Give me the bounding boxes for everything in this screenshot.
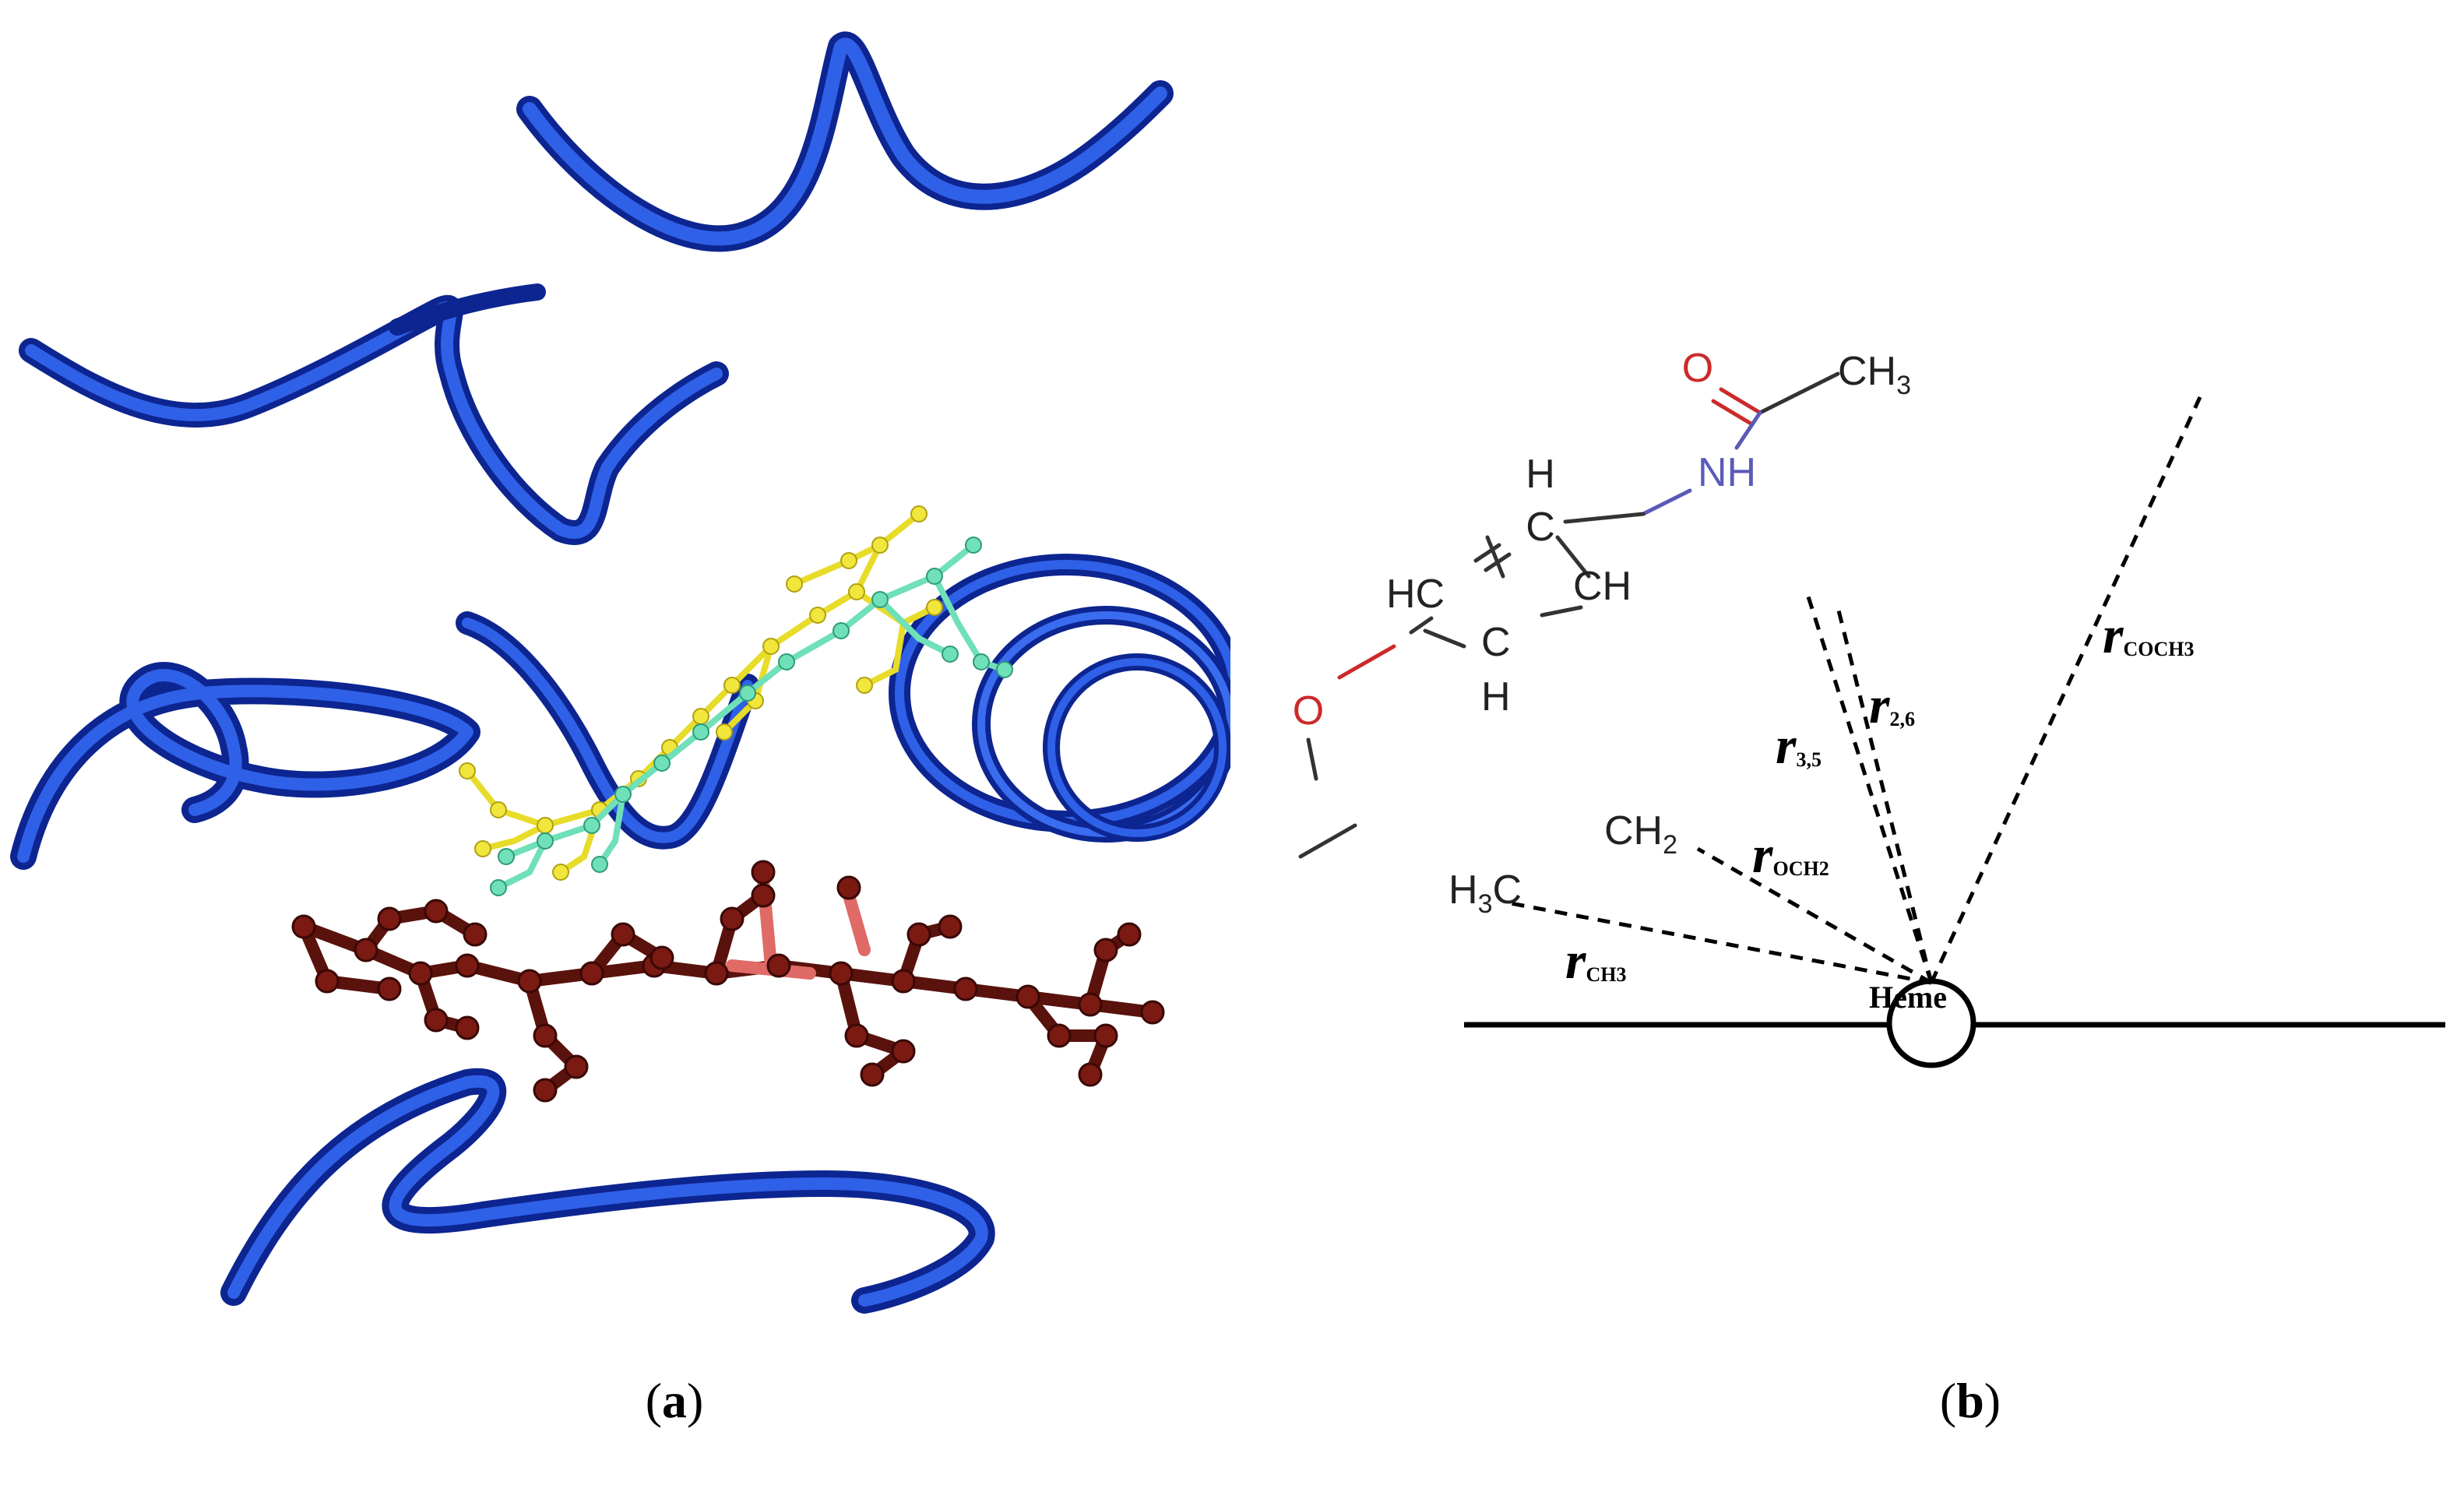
helix-right-coil (889, 554, 1230, 843)
bond-ring-mid (1540, 605, 1583, 618)
atom-methyl-acetyl: CH3 (1838, 349, 1911, 400)
bond-ring-top (1563, 512, 1646, 524)
atom-c-top: C (1526, 505, 1555, 550)
protein-structure-figure: (a) (10, 31, 1230, 1428)
distance-labels: rCOCH3 r2,6 r3,5 rOCH2 rCH3 (1565, 605, 2194, 990)
bond-c-o-double-2 (1711, 399, 1755, 427)
bond-carbonyl-methyl (1758, 371, 1840, 415)
bond-carbonyl-nh (1734, 410, 1762, 450)
label-r-2-6: r2,6 (1869, 675, 1915, 734)
distance-line-3-5 (1804, 591, 1934, 984)
helix-middle-loop (10, 611, 759, 870)
label-r-3-5: r3,5 (1776, 716, 1822, 775)
label-r-ch3: rCH3 (1565, 931, 1626, 990)
caption-b: (b) (1940, 1373, 2001, 1428)
distance-line-och2 (1696, 846, 1933, 985)
helix-top (516, 31, 1174, 252)
atom-hc-left: HC (1386, 572, 1445, 617)
label-r-coch3: rCOCH3 (2103, 605, 2194, 664)
atom-h3c: H3C (1448, 867, 1522, 919)
molecule-bonds (1298, 371, 1840, 859)
molecule-atoms: O CH3 NH H C CH HC C H O CH2 H3C (1293, 346, 1911, 919)
distance-line-ch3 (1510, 901, 1932, 985)
helix-second (19, 283, 729, 545)
bond-hc-o (1337, 644, 1396, 680)
bond-double-mark-3 (1409, 616, 1434, 635)
distance-line-coch3 (1929, 396, 2202, 984)
bond-hc-c (1423, 628, 1466, 649)
ligand-cyan (490, 537, 1013, 896)
panel-b: Heme (1230, 0, 2464, 1492)
atom-ch2: CH2 (1604, 808, 1677, 860)
atom-c-mid: C (1481, 620, 1511, 665)
panel-a: (a) (0, 0, 1230, 1492)
helix-bottom (220, 1068, 995, 1314)
atom-h-mid: H (1481, 674, 1511, 720)
caption-a: (a) (646, 1373, 704, 1428)
atom-ch-right: CH (1573, 564, 1632, 609)
distance-line-2-6 (1836, 607, 1934, 984)
bond-double-mark-1 (1473, 543, 1501, 563)
bond-ring-top-right (1555, 535, 1591, 579)
atom-oxygen-ether: O (1293, 688, 1324, 734)
heme-label: Heme (1869, 980, 1947, 1015)
atom-nh: NH (1698, 450, 1756, 495)
atom-h-top: H (1526, 452, 1555, 497)
atom-oxygen-carbonyl: O (1682, 346, 1713, 391)
distance-lines (1510, 396, 2202, 985)
bond-ring-left-top (1485, 535, 1505, 579)
label-r-och2: rOCH2 (1752, 825, 1829, 884)
distance-schematic: Heme (1293, 346, 2445, 1428)
heme-group (291, 860, 1165, 1103)
bond-c-o-double-1 (1719, 387, 1762, 415)
protein-helix-ribbons (10, 31, 1230, 1314)
bond-ch2-ch3 (1298, 823, 1357, 859)
bond-nh-ring (1641, 488, 1692, 516)
bond-o-ch2 (1306, 737, 1318, 781)
